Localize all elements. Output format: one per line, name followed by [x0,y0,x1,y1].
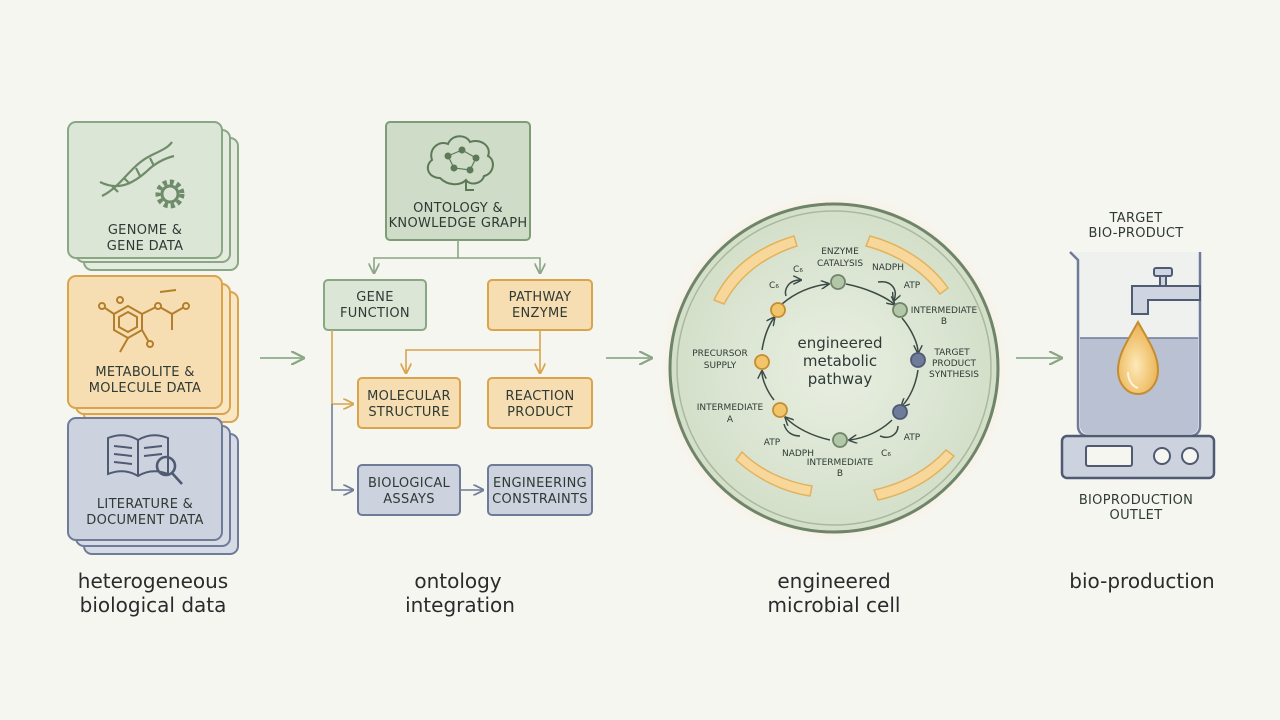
label-intera-1: INTERMEDIATE [697,403,764,413]
stage-caption-cell-1: engineered [777,569,890,593]
node-precursor [754,354,770,370]
label-intera-2: A [727,415,734,425]
label-c6-top: C₆ [793,265,803,275]
tree-arrow-pathway [458,257,540,272]
tree-arrow-molecular [406,330,541,372]
node-upper-left [770,302,786,318]
magnifier-icon [155,455,183,485]
molecular-structure-box [357,377,461,429]
knob-right [1181,447,1199,465]
cell-center-label-3: pathway [808,370,873,388]
ontology-root-label-1: ONTOLOGY & [413,201,503,216]
cell-center-label-2: metabolic [803,352,877,370]
cell-inner-membrane [676,210,992,526]
ontology-root-label-2: KNOWLEDGE GRAPH [389,216,528,231]
engineering-constraints-label-1: ENGINEERING [493,476,587,491]
label-target-1: TARGET [933,348,970,358]
biological-assays-box [357,464,461,516]
molecular-structure-label-1: MOLECULAR [367,389,451,404]
label-c6-br: C₆ [881,449,891,459]
genome-label-2: GENE DATA [107,239,184,254]
target-bioproduct-label-1: TARGET [1109,211,1163,226]
reaction-product-box [487,377,593,429]
pathway-nodes [754,274,926,448]
display-panel [1085,445,1133,467]
node-intermediate-b-top [892,302,908,318]
node-target [910,352,926,368]
label-atp-top: ATP [904,281,921,291]
label-precursor-1: PRECURSOR [692,349,748,359]
stage-caption-bio: bio-production [1069,569,1214,593]
literature-label-2: DOCUMENT DATA [86,513,203,528]
label-interb-bottom-1: INTERMEDIATE [807,458,874,468]
cell-membrane [668,202,1000,534]
organelle-capsules [712,235,956,501]
reaction-product-label-1: REACTION [505,389,574,404]
droplet-icon [1116,319,1160,396]
tree-arrow-gene-molecular [331,330,352,404]
gene-function-box [323,279,427,331]
gear-icon [155,179,185,209]
literature-label-1: LITERATURE & [97,497,193,512]
pathway-enzyme-label-2: ENZYME [512,306,568,321]
pathway-cycle-arrows [762,280,918,440]
stage-caption-data-1: heterogeneous [78,569,228,593]
gene-function-label-1: GENE [356,290,393,305]
stirrer-base [1060,434,1216,480]
stage-caption-cell-2: microbial cell [768,593,901,617]
label-c6-left: C₆ [769,281,779,291]
biological-assays-label-2: ASSAYS [383,492,435,507]
genome-label-1: GENOME & [108,223,182,238]
label-enzyme-2: CATALYSIS [817,259,863,269]
tree-arrow-assays [331,404,352,490]
outlet-label-2: OUTLET [1110,508,1163,523]
data-stack-literature [67,417,239,555]
stage-caption-ontology-1: ontology [414,569,501,593]
label-interb-bottom-2: B [837,469,843,479]
target-bioproduct-label-2: BIO-PRODUCT [1089,226,1184,241]
stage-caption-data-2: biological data [80,593,227,617]
outlet-label-1: BIOPRODUCTION [1079,493,1193,508]
tree-arrow-gene [374,240,459,272]
faucet-icon [1131,267,1201,315]
dna-icon [99,141,175,197]
pathway-enzyme-label-1: PATHWAY [509,290,572,305]
label-atp-br: ATP [904,433,921,443]
engineering-constraints-label-2: CONSTRAINTS [492,492,588,507]
knob-left [1153,447,1171,465]
reaction-product-label-2: PRODUCT [507,405,573,420]
label-atp-bl: ATP [764,438,781,448]
metabolite-label-2: MOLECULE DATA [89,381,201,396]
label-interb-top-2: B [941,317,947,327]
label-target-3: SYNTHESIS [929,370,979,380]
pathway-enzyme-box [487,279,593,331]
node-enzyme [830,274,846,290]
cell-center-label-1: engineered [798,334,883,352]
brain-icon [426,135,494,191]
data-stack-metabolite [67,275,239,423]
label-nadph-bottom: NADPH [782,449,814,459]
biological-assays-label-1: BIOLOGICAL [368,476,451,491]
label-nadph-top: NADPH [872,263,904,273]
node-target-2 [892,404,908,420]
label-interb-top-1: INTERMEDIATE [911,306,978,316]
engineering-constraints-box [487,464,593,516]
node-intermediate-b-bottom [832,432,848,448]
molecular-structure-label-2: STRUCTURE [368,405,449,420]
label-precursor-2: SUPPLY [704,361,737,371]
metabolite-label-1: METABOLITE & [95,365,194,380]
label-enzyme-1: ENZYME [821,247,859,257]
data-stack-genome [67,121,239,271]
node-intermediate-a [772,402,788,418]
stage-caption-ontology-2: integration [405,593,515,617]
gene-function-label-2: FUNCTION [340,306,410,321]
label-target-2: PRODUCT [932,359,977,369]
molecule-icon [98,289,190,353]
